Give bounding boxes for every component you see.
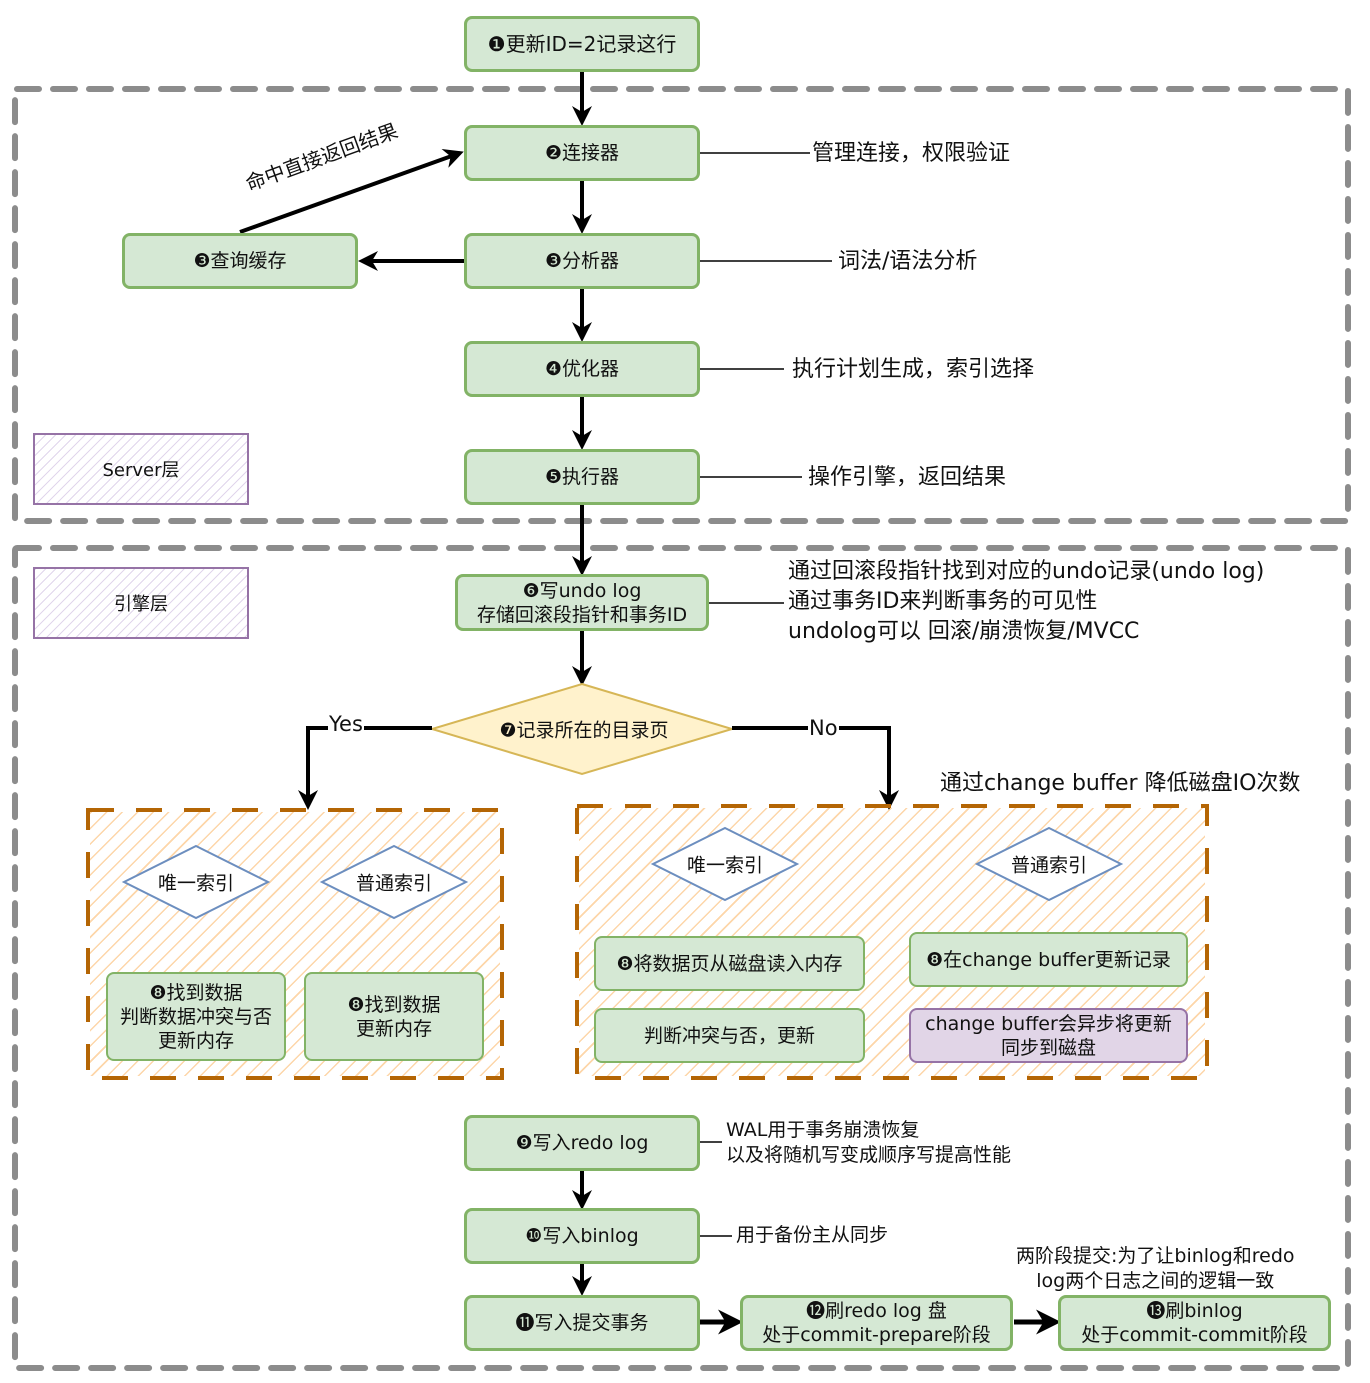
yes-label: Yes: [328, 712, 364, 736]
note-undo-line-1: 通过回滚段指针找到对应的undo记录(undo log): [788, 559, 1265, 584]
server-layer-text: Server层: [102, 460, 180, 481]
arrow-no-branch: [732, 726, 899, 810]
no-branch-region-border: [575, 804, 1209, 1080]
note-optimizer: 执行计划生成，索引选择: [792, 357, 1035, 382]
step-flush-binlog[interactable]: ⓭刷binlog 处于commit-commit阶段: [1058, 1295, 1331, 1351]
note-redo-line-1: WAL用于事务崩溃恢复: [726, 1119, 920, 1141]
engine-layer-text: 引擎层: [114, 594, 168, 615]
yes-normal-action[interactable]: ❽找到数据 更新内存: [304, 972, 484, 1061]
yes-unique-index-label: 唯一索引: [157, 872, 235, 895]
note-binlog: 用于备份主从同步: [736, 1224, 889, 1246]
no-unique-index-label: 唯一索引: [686, 854, 764, 877]
step-update-record[interactable]: ❶更新ID=2记录这行: [464, 16, 700, 72]
no-normal-action-async-sync[interactable]: change buffer会异步将更新 同步到磁盘: [909, 1008, 1188, 1063]
note-undo-line-2: 通过事务ID来判断事务的可见性: [788, 589, 1098, 614]
no-label: No: [808, 716, 839, 740]
step-flush-redo-log[interactable]: ⓬刷redo log 盘 处于commit-prepare阶段: [740, 1295, 1013, 1351]
server-layer-label: Server层: [33, 433, 249, 505]
step-write-binlog[interactable]: ❿写入binlog: [464, 1208, 700, 1264]
step-query-cache[interactable]: ❸查询缓存: [122, 233, 358, 289]
note-parser: 词法/语法分析: [838, 249, 978, 274]
step-connector[interactable]: ❷连接器: [464, 125, 700, 181]
no-normal-action-change-buffer[interactable]: ❽在change buffer更新记录: [909, 932, 1188, 987]
note-connector: 管理连接，权限验证: [812, 141, 1011, 166]
engine-layer-label: 引擎层: [33, 567, 249, 639]
note-two-phase-line-2: log两个日志之间的逻辑一致: [1036, 1270, 1275, 1292]
note-two-phase-commit: 两阶段提交:为了让binlog和redo log两个日志之间的逻辑一致: [1016, 1244, 1295, 1294]
engine-layer-boundary: [12, 545, 1351, 1371]
step-executor[interactable]: ❺执行器: [464, 449, 700, 505]
note-undo: 通过回滚段指针找到对应的undo记录(undo log) 通过事务ID来判断事务…: [788, 557, 1264, 647]
yes-unique-action[interactable]: ❽找到数据 判断数据冲突与否 更新内存: [106, 972, 286, 1061]
no-normal-index-label: 普通索引: [1010, 854, 1088, 877]
note-redo-line-2: 以及将随机写变成顺序写提高性能: [726, 1144, 1012, 1166]
note-redo: WAL用于事务崩溃恢复 以及将随机写变成顺序写提高性能: [726, 1118, 1011, 1168]
arrow-cache-connector: [239, 148, 464, 234]
decision-text: ❼记录所在的目录页: [499, 719, 669, 742]
step-commit-transaction[interactable]: ⓫写入提交事务: [464, 1295, 700, 1351]
yes-normal-index-label: 普通索引: [355, 872, 433, 895]
yes-branch-region-border: [86, 808, 504, 1080]
decision-diamond: [428, 682, 736, 776]
note-undo-line-3: undolog可以 回滚/崩溃恢复/MVCC: [788, 619, 1140, 644]
note-two-phase-line-1: 两阶段提交:为了让binlog和redo: [1016, 1245, 1295, 1267]
note-executor: 操作引擎，返回结果: [808, 465, 1007, 490]
server-layer-boundary: [12, 86, 1351, 524]
step-write-redo-log[interactable]: ❾写入redo log: [464, 1115, 700, 1171]
no-unique-action-read-page[interactable]: ❽将数据页从磁盘读入内存: [594, 936, 865, 991]
no-unique-action-update[interactable]: 判断冲突与否，更新: [594, 1008, 865, 1063]
step-optimizer[interactable]: ❹优化器: [464, 341, 700, 397]
arrow-yes-branch: [298, 726, 432, 810]
step-parser[interactable]: ❸分析器: [464, 233, 700, 289]
step-write-undo-log[interactable]: ❻写undo log 存储回滚段指针和事务ID: [455, 574, 709, 631]
note-change-buffer: 通过change buffer 降低磁盘IO次数: [940, 771, 1301, 796]
